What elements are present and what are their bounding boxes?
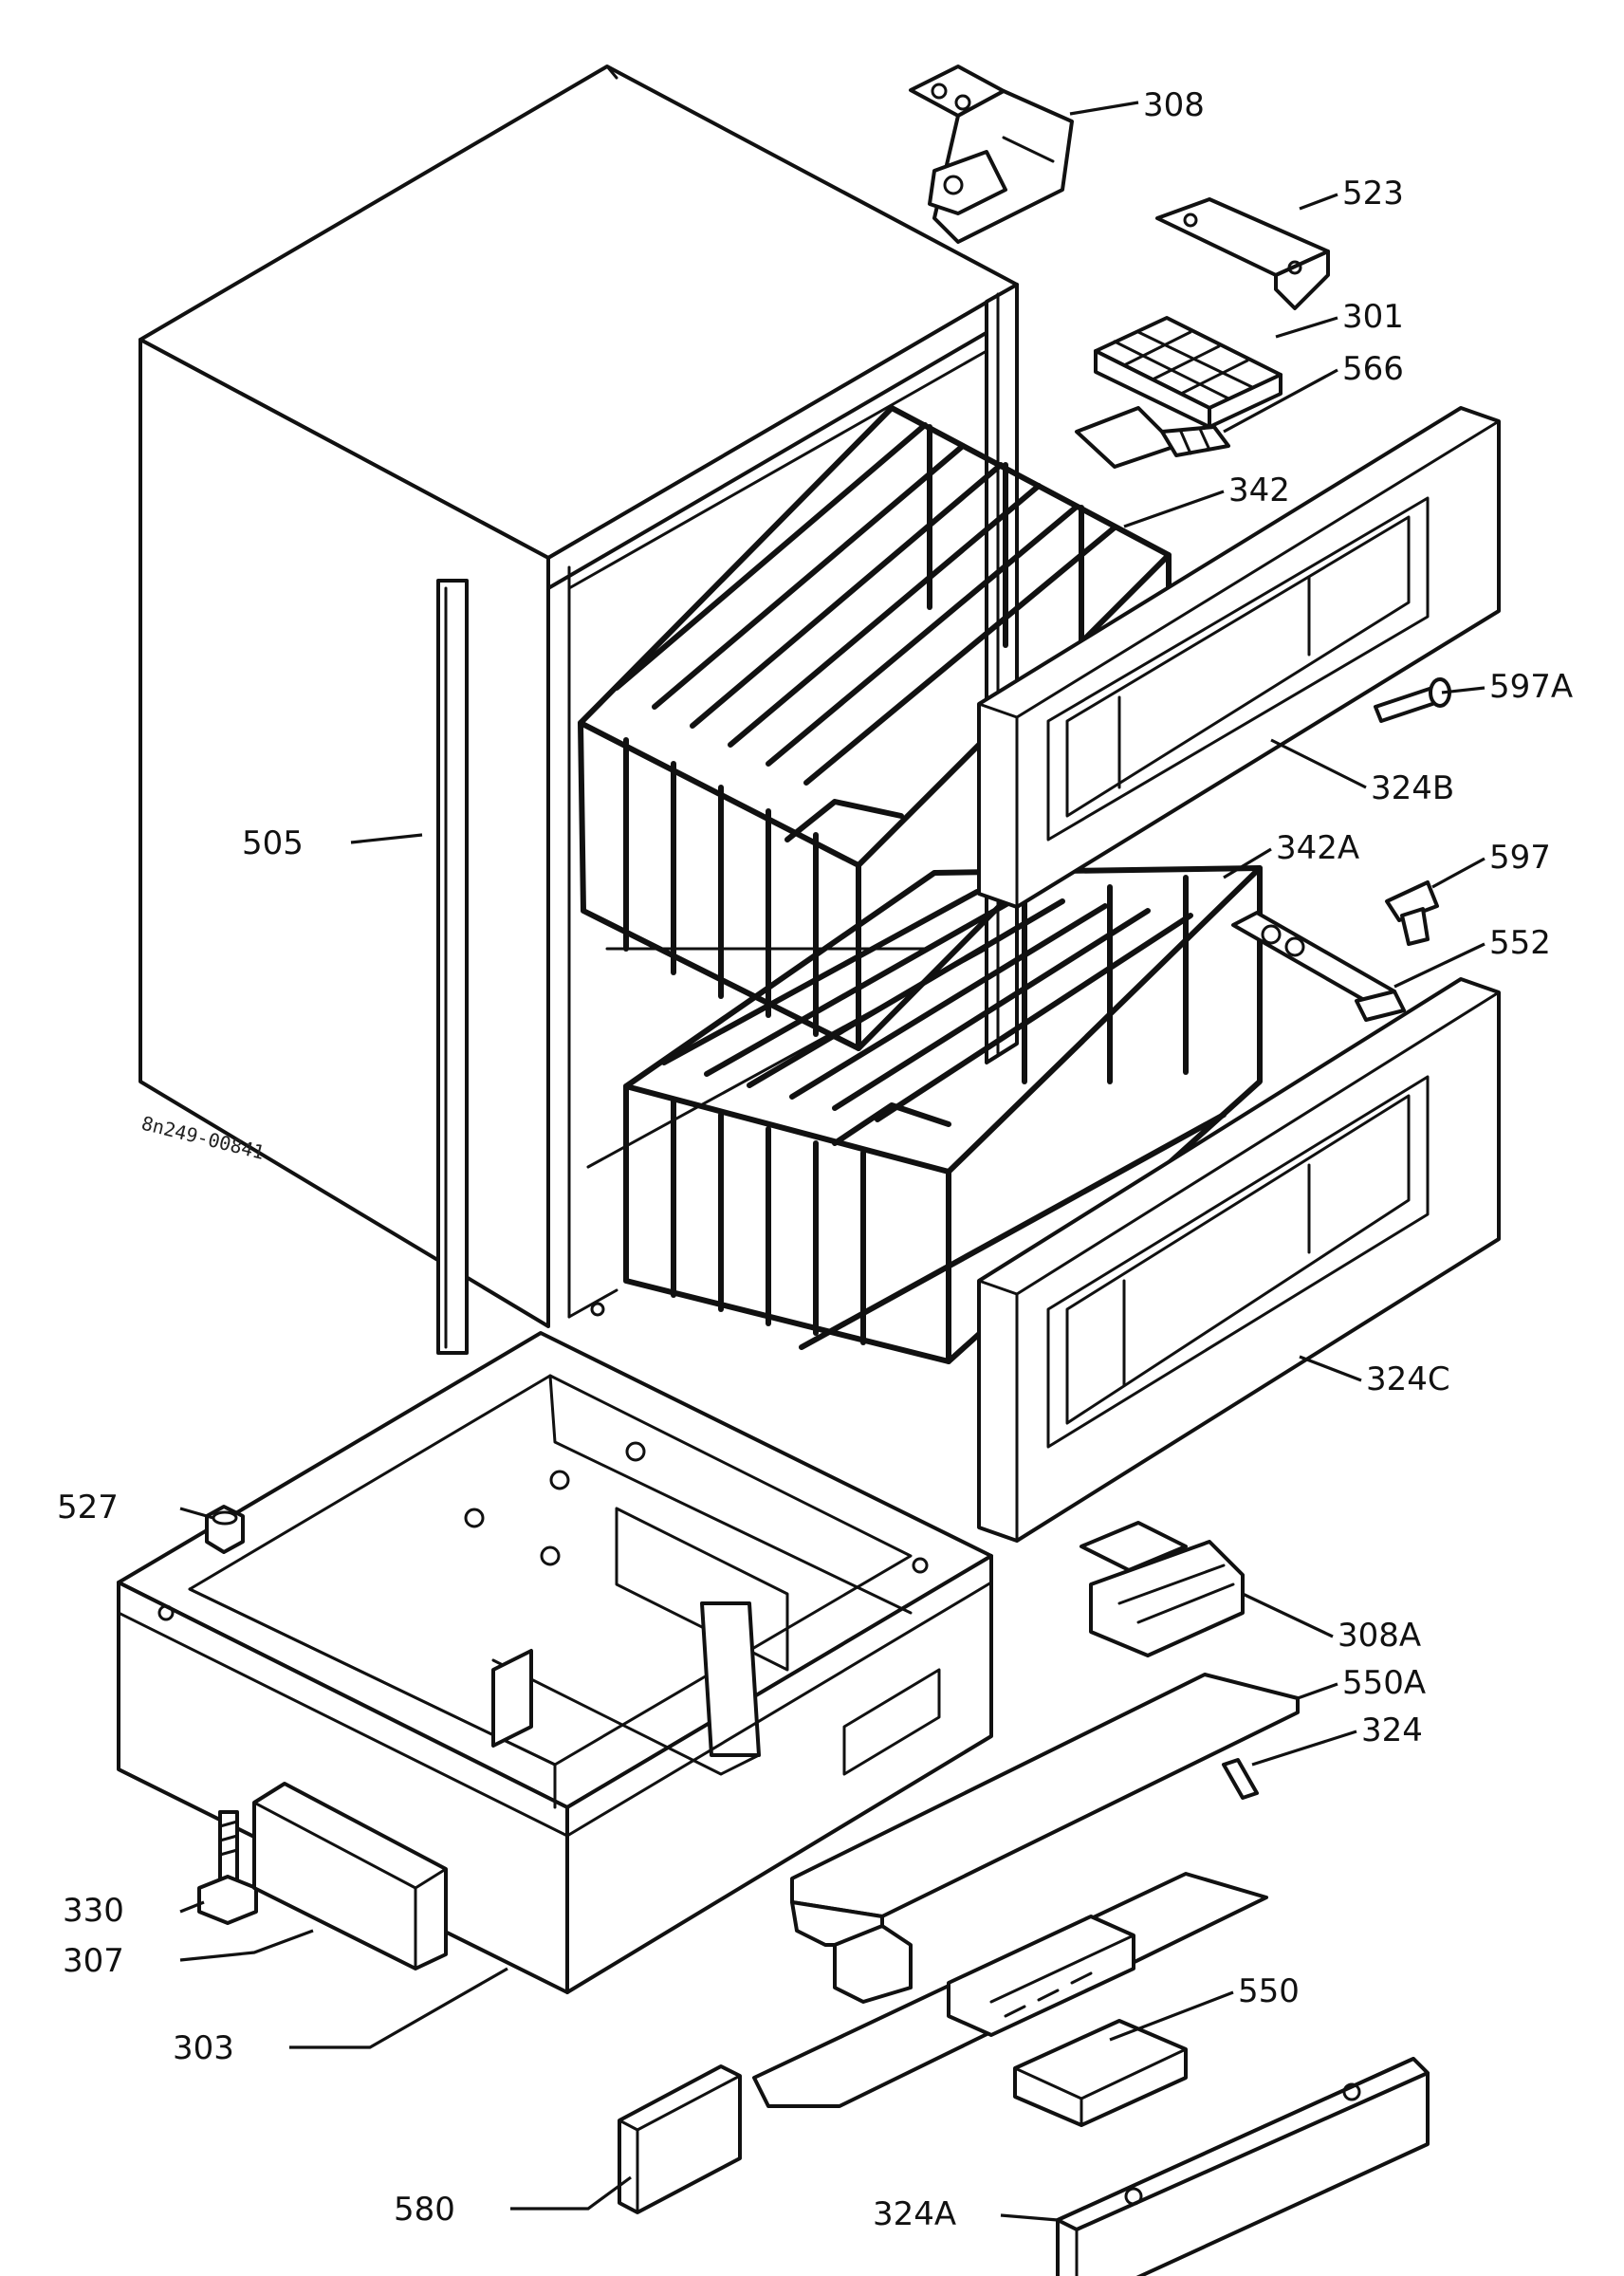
callout-550a: 550A — [1342, 1664, 1426, 1702]
bottom-rail-324a — [1056, 2057, 1430, 2276]
callout-552: 552 — [1489, 924, 1551, 962]
callout-303: 303 — [173, 2029, 234, 2067]
drawer-rail-assembly — [752, 1673, 1300, 2108]
bottom-hinge — [1080, 1521, 1245, 1657]
callout-330: 330 — [63, 1892, 124, 1930]
callout-307: 307 — [63, 1942, 124, 1980]
callout-labels: 308 523 301 566 342 597A 324B 505 342A 5… — [57, 86, 1573, 2233]
callout-550: 550 — [1238, 1972, 1300, 2010]
callout-308: 308 — [1143, 86, 1205, 124]
screw-597a — [1374, 677, 1451, 723]
upper-drawer-front — [977, 406, 1501, 909]
callout-342a: 342A — [1276, 829, 1359, 867]
callout-523: 523 — [1342, 175, 1404, 213]
clip-597 — [1385, 880, 1439, 946]
lower-wire-basket — [623, 865, 1263, 1364]
callout-505: 505 — [242, 824, 304, 862]
pad-580 — [618, 2064, 742, 2214]
ice-scoop — [1075, 406, 1230, 469]
ice-tray — [1094, 316, 1283, 429]
callout-324a: 324A — [873, 2195, 956, 2233]
top-hinge — [909, 65, 1074, 244]
callout-342: 342 — [1228, 472, 1290, 509]
callout-597: 597 — [1489, 839, 1551, 877]
callout-580: 580 — [394, 2191, 455, 2229]
cabinet-body — [138, 65, 1019, 1355]
callout-566: 566 — [1342, 350, 1404, 388]
leader-lines — [179, 101, 1486, 2222]
callout-324: 324 — [1361, 1712, 1423, 1749]
base-frame — [117, 1302, 993, 1994]
upper-wire-basket — [578, 405, 1172, 1051]
insulation-block-550 — [1013, 2019, 1188, 2127]
nut-527 — [205, 1505, 245, 1554]
callout-308a: 308A — [1338, 1617, 1421, 1655]
kick-plate — [252, 1782, 448, 1971]
foot-bolt — [197, 1810, 258, 1925]
callout-301: 301 — [1342, 298, 1404, 336]
hinge-plate — [1155, 197, 1330, 310]
callout-324c: 324C — [1366, 1360, 1450, 1398]
lower-drawer-front — [977, 977, 1501, 1543]
callout-527: 527 — [57, 1489, 119, 1527]
callout-597a: 597A — [1489, 668, 1573, 706]
callout-324b: 324B — [1371, 769, 1454, 807]
slide-rail — [1231, 911, 1406, 1022]
